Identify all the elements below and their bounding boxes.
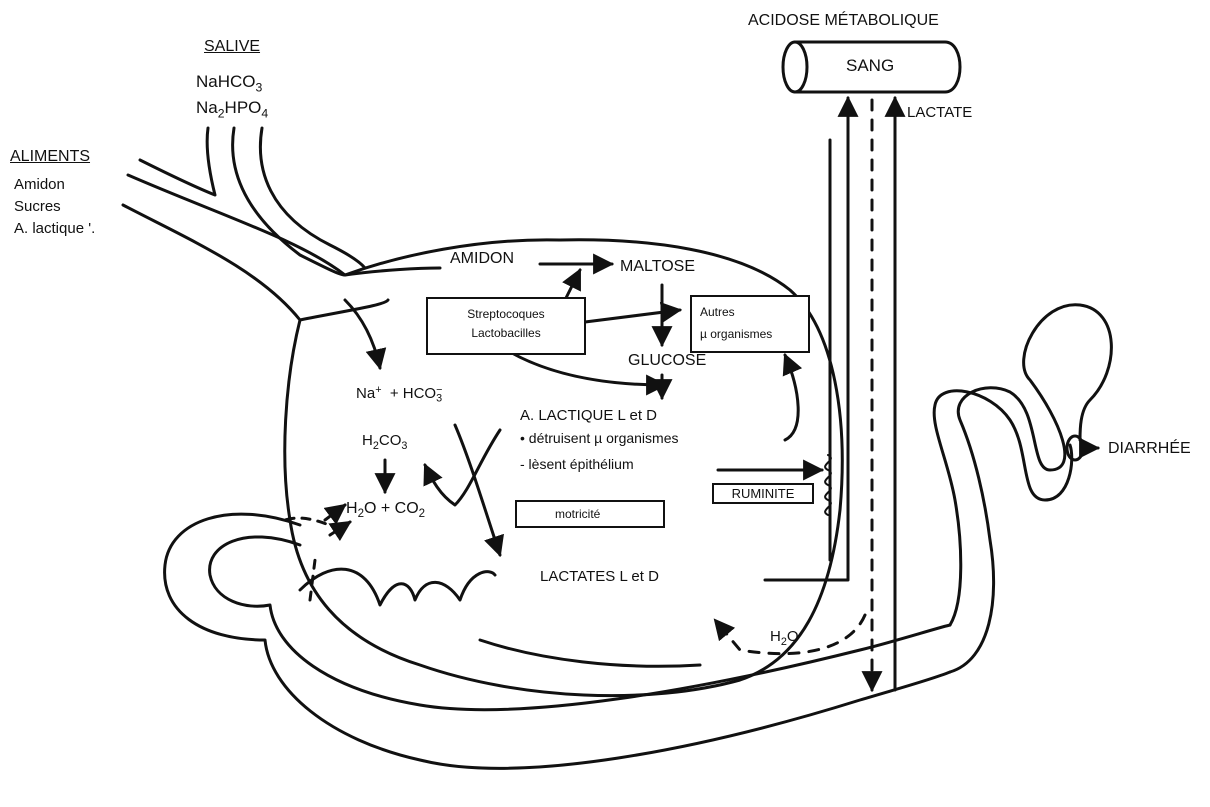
- organismes-label: µ organismes: [700, 323, 800, 345]
- h2o-co: O + CO: [364, 500, 419, 517]
- aliment-item: A. lactique '.: [14, 220, 95, 237]
- bacteria-box: Streptocoques Lactobacilles: [426, 297, 586, 355]
- na2hpo4-sub2: 2: [218, 106, 225, 120]
- lactobacilles-label: Lactobacilles: [428, 324, 584, 343]
- acidose-title: ACIDOSE MÉTABOLIQUE: [748, 12, 939, 30]
- salive-nahco3: NaHCO3: [196, 72, 262, 94]
- na-sup: +: [375, 384, 381, 396]
- rumen-fold-lower: [480, 640, 700, 666]
- aliment-item: Amidon: [14, 176, 65, 193]
- na2hpo4-hpo: HPO: [225, 98, 262, 117]
- streptocoques-label: Streptocoques: [428, 305, 584, 324]
- arrow-strepto-autres: [585, 310, 680, 322]
- effect-epithelium: - lèsent épithélium: [520, 456, 634, 472]
- h2co3-label: H2CO3: [362, 432, 407, 452]
- sang-cylinder-left-end: [783, 42, 807, 92]
- nahco3-sub: 3: [256, 80, 263, 94]
- na2hpo4-na: Na: [196, 98, 218, 117]
- aliment-item: Sucres: [14, 198, 61, 215]
- salive-na2hpo4: Na2HPO4: [196, 98, 268, 120]
- ruminite-label: RUMINITE: [732, 486, 795, 501]
- sang-label: SANG: [846, 56, 894, 76]
- h2o-co2-label: H2O + CO2: [346, 500, 425, 521]
- h2o-bottom-o: O: [787, 628, 799, 645]
- h2co3-co: CO: [379, 432, 402, 449]
- aliments-title: ALIMENTS: [10, 148, 90, 166]
- saliva-duct-right: [260, 128, 365, 268]
- acide-lactique-label: A. LACTIQUE L et D: [520, 407, 657, 424]
- arrow-water-left-2: [330, 522, 350, 535]
- glucose-label: GLUCOSE: [628, 352, 706, 370]
- na-hco3-label: Na+ + HCO3−: [356, 384, 442, 405]
- lactate-label: LACTATE: [907, 104, 972, 121]
- h2o-bottom-label: H2O: [770, 628, 799, 648]
- h2o-bottom-h: H: [770, 628, 781, 645]
- autres-label: Autres: [700, 301, 800, 323]
- arrow-water-left: [325, 505, 345, 520]
- nahco3-text: NaHCO: [196, 72, 256, 91]
- arrow-strepto-amidon: [565, 270, 580, 300]
- motricite-box: motricité: [515, 500, 665, 528]
- reticulum-inner: [210, 537, 950, 710]
- rumen-folds: [300, 569, 495, 605]
- maltose-label: MALTOSE: [620, 258, 695, 276]
- h2co3-h: H: [362, 432, 373, 449]
- diarrhee-label: DIARRHÉE: [1108, 440, 1191, 458]
- ruminite-box: RUMINITE: [712, 483, 814, 504]
- intestine-inner: [934, 391, 1072, 625]
- co2-sub2: 2: [419, 508, 425, 520]
- na2hpo4-sub4: 4: [261, 106, 268, 120]
- salive-title: SALIVE: [204, 38, 260, 56]
- na-text: Na: [356, 385, 375, 402]
- saliva-duct-middle: [233, 128, 345, 275]
- motricite-label: motricité: [555, 507, 600, 521]
- autres-organismes-box: Autres µ organismes: [690, 295, 810, 353]
- arrow-hco3-down: [455, 425, 500, 555]
- h2o-h: H: [346, 500, 358, 517]
- arrow-organismes: [785, 355, 798, 440]
- lactates-label: LACTATES L et D: [540, 568, 659, 585]
- h2co3-sub3: 3: [401, 440, 407, 452]
- effect-organismes: • détruisent µ organismes: [520, 430, 678, 446]
- hco3-sup: −: [436, 384, 442, 396]
- amidon-label: AMIDON: [450, 250, 514, 268]
- hco3-text: + HCO: [390, 385, 436, 402]
